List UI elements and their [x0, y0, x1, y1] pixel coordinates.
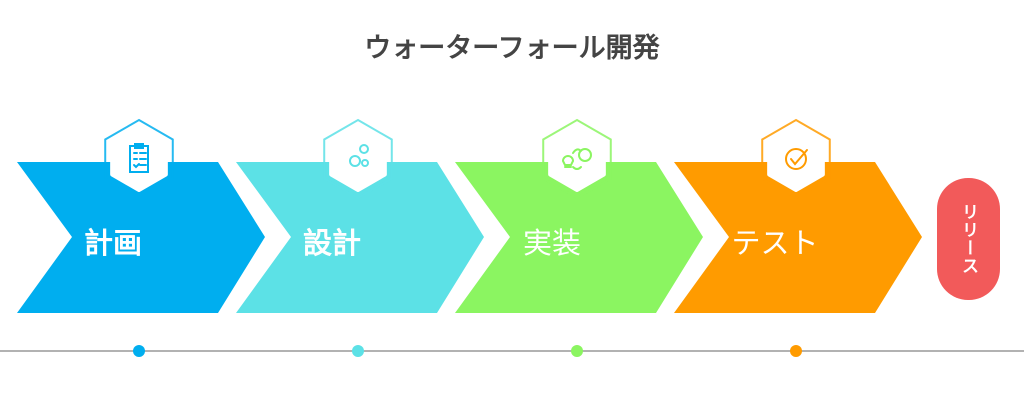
- timeline-dot: [352, 345, 364, 357]
- step-label-test: テスト: [731, 226, 819, 260]
- hexagon-frame: [542, 118, 612, 200]
- release-badge: リリース: [937, 178, 1000, 300]
- hexagon-frame: [761, 118, 831, 200]
- step-label-design: 設計: [302, 226, 361, 260]
- check-circle-icon: [785, 148, 808, 170]
- lightbulb-gear-icon: [561, 148, 593, 170]
- step-label-plan: 計画: [83, 226, 142, 260]
- gears-icon: [349, 144, 370, 167]
- step-label-implement: 実装: [522, 226, 581, 260]
- step-arrow: [236, 162, 484, 313]
- step-arrow: [17, 162, 265, 313]
- hexagon-frame: [323, 118, 393, 200]
- page-title: ウォーターフォール開発: [364, 33, 660, 64]
- hexagon-badge: [548, 126, 606, 192]
- timeline-dot: [571, 345, 583, 357]
- hexagon-frame: [104, 118, 174, 200]
- timeline-dot: [133, 345, 145, 357]
- timeline-dot: [790, 345, 802, 357]
- step-arrow: [674, 162, 922, 313]
- hexagon-badge: [329, 126, 387, 192]
- step-arrow: [455, 162, 703, 313]
- clipboard-checklist-icon: [129, 143, 149, 173]
- hexagon-badge: [767, 126, 825, 192]
